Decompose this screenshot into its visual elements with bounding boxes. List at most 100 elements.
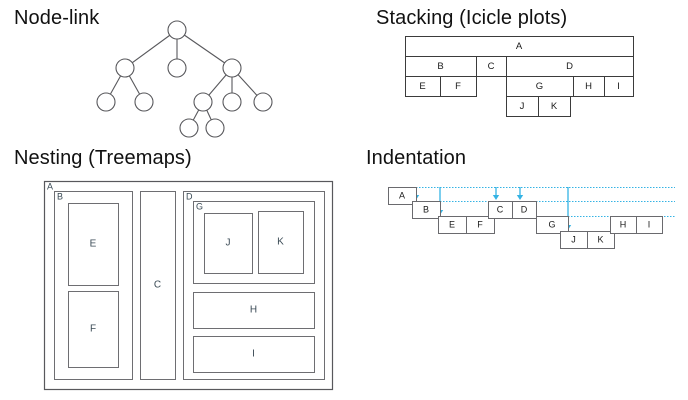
tree-edge — [124, 29, 178, 69]
tree-node — [167, 20, 187, 40]
tree-node — [134, 92, 154, 112]
indentation-arrow — [492, 187, 500, 200]
indentation-cell-label: K — [597, 234, 603, 244]
treemap-label: G — [196, 201, 203, 211]
indentation-cell: F — [466, 216, 495, 234]
tree-node — [222, 92, 242, 112]
tree-node — [222, 58, 242, 78]
treemap-box: E — [68, 203, 119, 286]
treemap-label: H — [250, 305, 257, 316]
indentation-cell-rect — [512, 201, 537, 219]
indentation-arrow-head — [516, 195, 524, 200]
treemap-rect — [68, 203, 119, 286]
icicle-cell-label: H — [585, 81, 592, 92]
icicle-cell-label: C — [488, 61, 495, 72]
indentation-cell-label: J — [571, 234, 576, 244]
treemap-label: C — [154, 280, 161, 291]
indentation-cell-label: B — [423, 204, 429, 214]
treemap-label: E — [90, 239, 97, 250]
tree-node — [253, 92, 273, 112]
indentation-cell-rect — [536, 216, 569, 234]
tree-node — [193, 92, 213, 112]
treemap-box: B — [54, 191, 133, 380]
indentation-cell: E — [438, 216, 467, 234]
icicle-cell-rect — [604, 76, 634, 97]
treemap-rect — [193, 336, 315, 373]
icicle-cell: I — [604, 76, 634, 97]
indentation-cell-rect — [466, 216, 495, 234]
indentation-cell: D — [512, 201, 537, 219]
treemap-label: I — [252, 349, 255, 360]
icicle-title: Stacking (Icicle plots) — [376, 7, 568, 29]
treemap-box: K — [258, 211, 304, 274]
treemap-root-box: A — [43, 180, 334, 391]
treemap-rect — [54, 191, 133, 380]
treemap-box: D — [183, 191, 325, 380]
treemap-label: B — [57, 191, 63, 201]
node-link-title: Node-link — [14, 7, 100, 29]
icicle-cell: K — [538, 96, 571, 117]
treemap-label: K — [277, 237, 284, 248]
treemap-box: C — [140, 191, 176, 380]
treemap-rect — [183, 191, 325, 380]
treemap-box: H — [193, 292, 315, 329]
indentation-cell-label: I — [648, 219, 651, 229]
indentation-cell-label: F — [477, 219, 483, 229]
treemap-label: D — [186, 191, 193, 201]
treemap-label: F — [90, 324, 96, 335]
treemap-diagram: AB E F C DG J K H I — [43, 180, 334, 391]
indentation-cell-label: H — [620, 219, 627, 229]
icicle-cell-label: J — [520, 101, 525, 112]
icicle-cell-label: K — [551, 101, 558, 112]
treemap-title: Nesting (Treemaps) — [14, 147, 192, 169]
indentation-arrow-head — [492, 195, 500, 200]
icicle-cell: E — [405, 76, 441, 97]
icicle-cell: H — [573, 76, 605, 97]
icicle-cell: G — [506, 76, 574, 97]
treemap-label: A — [47, 181, 53, 191]
icicle-cell-rect — [440, 76, 477, 97]
indentation-cell: C — [488, 201, 513, 219]
indentation-cell: J — [560, 231, 588, 249]
treemap-box: F — [68, 291, 119, 368]
indentation-cell: B — [412, 201, 441, 219]
indentation-cell: I — [636, 216, 663, 234]
indentation-cell: A — [388, 187, 417, 205]
tree-node — [115, 58, 135, 78]
treemap-rect — [140, 191, 176, 380]
panel-node-link: Node-link — [0, 0, 360, 145]
indentation-cell-label: D — [521, 204, 528, 214]
node-link-diagram — [96, 20, 273, 138]
icicle-cell-label: D — [566, 61, 573, 72]
treemap-rect — [204, 213, 253, 274]
indentation-arrow — [516, 187, 524, 200]
tree-node — [179, 118, 199, 138]
tree-node — [205, 118, 225, 138]
treemap-rect — [68, 291, 119, 368]
icicle-cell: A — [405, 36, 634, 57]
icicle-cell: B — [405, 56, 477, 77]
tree-node — [96, 92, 116, 112]
icicle-cell-label: E — [419, 81, 425, 92]
icicle-cell-label: B — [437, 61, 443, 72]
icicle-cell-label: A — [516, 41, 523, 52]
indentation-cell-rect — [636, 216, 663, 234]
treemap-rect — [193, 201, 315, 284]
indentation-title: Indentation — [366, 147, 467, 169]
indentation-cell-label: C — [497, 204, 504, 214]
icicle-cell-rect — [538, 96, 571, 117]
treemap-rect — [193, 292, 315, 329]
icicle-cell-label: F — [455, 81, 461, 92]
treemap-rect — [43, 180, 334, 391]
treemap-label: J — [226, 238, 231, 249]
icicle-cell: F — [440, 76, 477, 97]
treemap-box: I — [193, 336, 315, 373]
treemap-box: G — [193, 201, 315, 284]
indentation-cell-rect — [412, 201, 441, 219]
indentation-cell: K — [587, 231, 615, 249]
